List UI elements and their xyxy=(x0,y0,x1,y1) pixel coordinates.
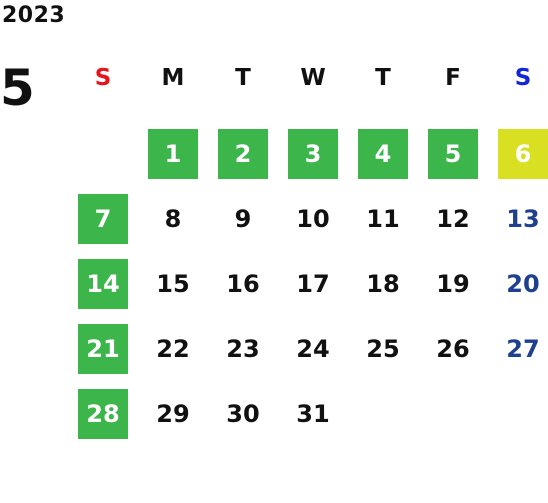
calendar-empty-cell xyxy=(68,121,138,186)
calendar-day-cell[interactable]: 23 xyxy=(208,316,278,381)
calendar-day-number: 7 xyxy=(78,193,128,244)
calendar-day-cell[interactable]: 30 xyxy=(208,381,278,446)
calendar-day-cell[interactable]: 8 xyxy=(138,186,208,251)
calendar-day-number: 30 xyxy=(226,399,260,428)
calendar-day-cell[interactable]: 15 xyxy=(138,251,208,316)
calendar-day-number: 23 xyxy=(226,334,260,363)
calendar-day-number: 13 xyxy=(506,204,540,233)
weekday-thursday: T xyxy=(375,65,391,91)
calendar-day-number: 8 xyxy=(164,204,182,233)
weekday-friday: F xyxy=(445,65,461,91)
calendar-day-cell[interactable]: 5 xyxy=(418,121,488,186)
calendar-day-cell[interactable]: 26 xyxy=(418,316,488,381)
calendar-day-cell[interactable]: 9 xyxy=(208,186,278,251)
calendar-day-cell[interactable]: 21 xyxy=(68,316,138,381)
calendar-day-cell[interactable]: 16 xyxy=(208,251,278,316)
calendar-day-cell[interactable]: 7 xyxy=(68,186,138,251)
calendar-day-cell[interactable]: 4 xyxy=(348,121,418,186)
calendar-day-cell[interactable]: 31 xyxy=(278,381,348,446)
calendar-day-number: 21 xyxy=(78,323,128,374)
calendar-day-number: 29 xyxy=(156,399,190,428)
calendar-day-cell[interactable]: 25 xyxy=(348,316,418,381)
calendar-day-cell[interactable]: 14 xyxy=(68,251,138,316)
calendar-month: 5 xyxy=(0,59,35,117)
calendar-day-number: 12 xyxy=(436,204,470,233)
calendar-day-cell[interactable]: 13 xyxy=(488,186,548,251)
calendar-day-number: 3 xyxy=(288,128,338,179)
calendar-day-number: 11 xyxy=(366,204,400,233)
calendar-day-cell[interactable]: 6 xyxy=(488,121,548,186)
calendar-day-number: 28 xyxy=(78,388,128,439)
calendar-day-number: 14 xyxy=(78,258,128,309)
calendar-year: 2023 xyxy=(2,3,66,28)
calendar-day-cell[interactable]: 20 xyxy=(488,251,548,316)
calendar-day-cell[interactable]: 28 xyxy=(68,381,138,446)
calendar-empty-cell xyxy=(418,381,488,446)
calendar-day-number: 1 xyxy=(148,128,198,179)
calendar-day-cell[interactable]: 3 xyxy=(278,121,348,186)
calendar-day-number: 9 xyxy=(234,204,252,233)
weekday-monday: M xyxy=(161,65,185,91)
calendar-day-cell[interactable]: 2 xyxy=(208,121,278,186)
calendar-day-number: 16 xyxy=(226,269,260,298)
calendar-day-number: 2 xyxy=(218,128,268,179)
weekday-tuesday: T xyxy=(235,65,251,91)
calendar-day-number: 18 xyxy=(366,269,400,298)
weekday-sunday: S xyxy=(94,65,112,91)
calendar-day-cell[interactable]: 10 xyxy=(278,186,348,251)
calendar-day-cell[interactable]: 27 xyxy=(488,316,548,381)
calendar-day-cell[interactable]: 18 xyxy=(348,251,418,316)
calendar-empty-cell xyxy=(348,381,418,446)
calendar-day-number: 10 xyxy=(296,204,330,233)
calendar-day-number: 6 xyxy=(498,128,548,179)
weekday-saturday: S xyxy=(514,65,532,91)
calendar-empty-cell xyxy=(488,381,548,446)
calendar-day-number: 24 xyxy=(296,334,330,363)
calendar-day-number: 31 xyxy=(296,399,330,428)
calendar-day-number: 27 xyxy=(506,334,540,363)
calendar-day-cell[interactable]: 22 xyxy=(138,316,208,381)
calendar-day-cell[interactable]: 29 xyxy=(138,381,208,446)
calendar-day-number: 25 xyxy=(366,334,400,363)
calendar-day-number: 17 xyxy=(296,269,330,298)
calendar-day-number: 20 xyxy=(506,269,540,298)
calendar-day-cell[interactable]: 1 xyxy=(138,121,208,186)
calendar-day-number: 22 xyxy=(156,334,190,363)
calendar-day-cell[interactable]: 24 xyxy=(278,316,348,381)
calendar-day-cell[interactable]: 19 xyxy=(418,251,488,316)
calendar-day-number: 15 xyxy=(156,269,190,298)
calendar-day-cell[interactable]: 12 xyxy=(418,186,488,251)
calendar-day-cell[interactable]: 17 xyxy=(278,251,348,316)
calendar-day-cell[interactable]: 11 xyxy=(348,186,418,251)
weekday-wednesday: W xyxy=(300,65,326,91)
calendar-day-number: 4 xyxy=(358,128,408,179)
calendar-day-number: 5 xyxy=(428,128,478,179)
calendar-day-number: 19 xyxy=(436,269,470,298)
calendar-day-number: 26 xyxy=(436,334,470,363)
